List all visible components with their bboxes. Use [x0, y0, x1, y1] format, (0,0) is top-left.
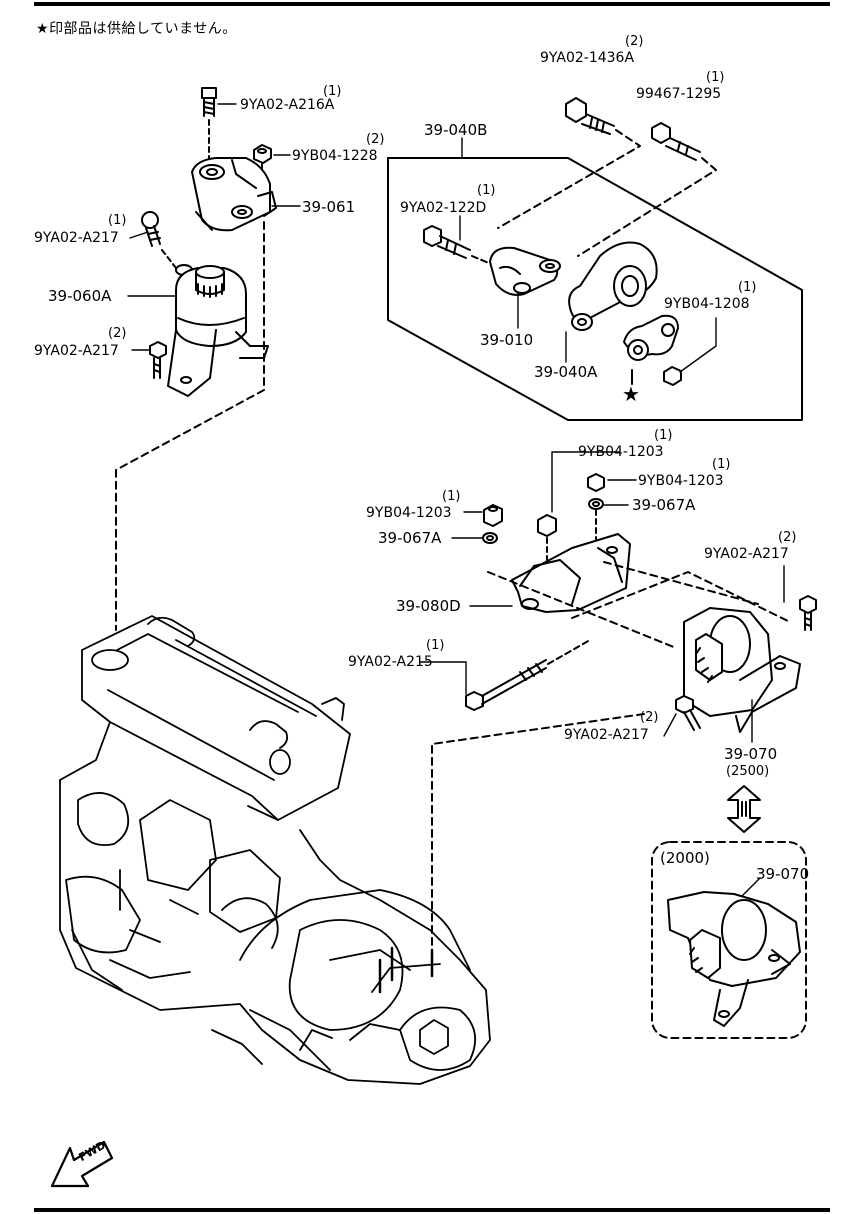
label-9ya02-a217-front: 9YA02-A217 [564, 727, 649, 743]
mount-39-061 [191, 157, 277, 232]
label-qty-9ya02-a217-upper: (1) [108, 213, 127, 228]
label-9ya02-122d: 9YA02-122D [400, 200, 487, 216]
label-qty-9yb04-1203-right: (1) [712, 457, 731, 472]
variant-box [651, 841, 807, 1039]
bolt-9ya02-a217-lower [149, 341, 167, 379]
label-39-067a-left: 39-067A [378, 529, 442, 547]
star-icon: ★ [36, 21, 50, 37]
bolt-9ya02-a217-right [799, 595, 817, 631]
label-39-070-variant: (2500) [726, 764, 770, 779]
nut-9yb04-1203-c [587, 473, 605, 492]
variant-box-title: (2000) [660, 849, 710, 867]
label-39-080d: 39-080D [396, 597, 461, 615]
label-9yb04-1228: 9YB04-1228 [292, 148, 378, 164]
fwd-arrow-icon [50, 1140, 114, 1188]
variant-box-part: 39-070 [756, 865, 810, 883]
label-9ya02-a217-upper: 9YA02-A217 [34, 230, 119, 246]
bolt-9ya02-a216a [201, 87, 217, 161]
label-qty-99467-1295: (1) [706, 70, 725, 85]
bracket-39-010 [489, 246, 561, 296]
label-qty-9ya02-a217-front: (2) [640, 710, 659, 725]
mount-39-060a [167, 264, 269, 397]
top-rule [34, 2, 830, 6]
mount-39-070-2000 [667, 891, 801, 1027]
label-9ya02-1436a: 9YA02-1436A [540, 50, 635, 66]
leader-lines [127, 103, 785, 897]
double-arrow-icon [727, 785, 761, 833]
label-qty-9ya02-1436a: (2) [625, 34, 644, 49]
label-qty-9ya02-a217-right: (2) [778, 530, 797, 545]
label-9yb04-1208: 9YB04-1208 [664, 296, 750, 312]
bushing-star [623, 314, 679, 361]
star-mark-icon: ★ [622, 382, 640, 406]
label-39-060a: 39-060A [48, 287, 112, 305]
bolt-9ya02-a215 [465, 639, 591, 711]
label-qty-9ya02-122d: (1) [477, 183, 496, 198]
label-9yb04-1203-right: 9YB04-1203 [638, 473, 724, 489]
mount-39-070 [683, 607, 801, 733]
label-9ya02-a216a: 9YA02-A216A [240, 97, 335, 113]
label-99467-1295: 99467-1295 [636, 86, 722, 102]
bolt-9ya02-122d [423, 225, 497, 267]
label-qty-9yb04-1203-left: (1) [442, 489, 461, 504]
label-9ya02-a217-lower: 9YA02-A217 [34, 343, 119, 359]
label-qty-9ya02-a216a: (1) [323, 84, 342, 99]
washer-39-067a-a [482, 532, 498, 544]
label-39-070: 39-070 [724, 745, 778, 763]
label-39-040b: 39-040B [424, 121, 488, 139]
bolt-9ya02-1436a [497, 97, 641, 229]
label-qty-9yb04-1208: (1) [738, 280, 757, 295]
label-39-040a: 39-040A [534, 363, 598, 381]
nut-9yb04-1203-a [483, 504, 503, 527]
label-39-067a-right: 39-067A [632, 496, 696, 514]
label-qty-9yb04-1203-top: (1) [654, 428, 673, 443]
label-9ya02-a215: 9YA02-A215 [348, 654, 433, 670]
label-9ya02-a217-right: 9YA02-A217 [704, 546, 789, 562]
engine-assembly [59, 615, 491, 1085]
torque-rod-39-040a [568, 241, 658, 331]
washer-39-067a-b [588, 498, 604, 541]
bolt-9ya02-a217-front [675, 695, 701, 731]
label-9yb04-1203-left: 9YB04-1203 [366, 505, 452, 521]
bracket-39-080d [511, 533, 631, 613]
label-9yb04-1203-top: 9YB04-1203 [578, 444, 664, 460]
label-qty-9yb04-1228: (2) [366, 132, 385, 147]
label-qty-9ya02-a215: (1) [426, 638, 445, 653]
label-39-061: 39-061 [302, 198, 356, 216]
bolt-9ya02-a217-upper [141, 211, 177, 269]
label-39-010: 39-010 [480, 331, 534, 349]
nut-9yb04-1203-b [537, 514, 557, 561]
star-note: ★印部品は供給していません。 [36, 21, 237, 37]
label-qty-9ya02-a217-lower: (2) [108, 326, 127, 341]
bolt-99467-1295 [577, 122, 717, 257]
nut-9yb04-1228 [253, 144, 272, 191]
torque-rod-group-box [387, 157, 803, 421]
nut-9yb04-1208 [663, 366, 682, 386]
bottom-rule [34, 1208, 830, 1212]
